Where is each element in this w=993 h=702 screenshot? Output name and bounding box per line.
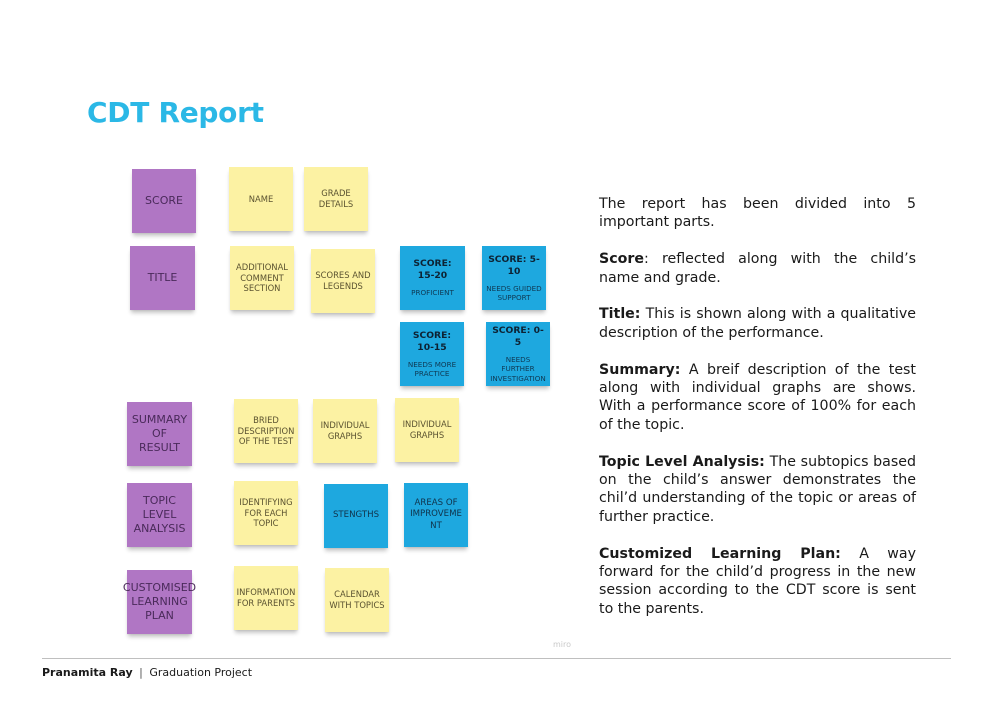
sticky-scores-legends[interactable]: SCORES AND LEGENDS (311, 249, 375, 313)
sticky-label: CALENDAR WITH TOPICS (329, 589, 385, 610)
sticky-identifying-topic[interactable]: IDENTIFYING FOR EACH TOPIC (234, 481, 298, 545)
sticky-score-0-5[interactable]: SCORE: 0-5 NEEDS FURTHER INVESTIGATION (486, 322, 550, 386)
sticky-label: CUSTOMISED LEARNING PLAN (122, 580, 197, 623)
footer-separator: | (139, 666, 143, 679)
miro-watermark: miro (553, 640, 572, 649)
score-description: PROFICIENT (411, 288, 454, 298)
footer: Pranamita Ray | Graduation Project (42, 666, 252, 679)
title-paragraph: Title: This is shown along with a qualit… (599, 306, 916, 341)
sticky-label: TOPIC LEVEL ANALYSIS (133, 493, 186, 536)
sticky-label: INFORMATION FOR PARENTS (236, 587, 296, 608)
sticky-label: TITLE (147, 270, 178, 284)
score-range: SCORE: 5-10 (488, 253, 540, 277)
score-paragraph: Score: reflected along with the child’s … (599, 251, 916, 286)
intro-paragraph: The report has been divided into 5 impor… (599, 196, 916, 231)
sticky-score-5-10[interactable]: SCORE: 5-10 NEEDS GUIDED SUPPORT (482, 246, 546, 310)
sticky-additional-comment[interactable]: ADDITIONAL COMMENT SECTION (230, 246, 294, 310)
sticky-information-for-parents[interactable]: INFORMATION FOR PARENTS (234, 566, 298, 630)
summary-paragraph: Summary: A breif description of the test… (599, 361, 916, 433)
sticky-label: SUMMARY OF RESULT (131, 412, 188, 455)
report-description: The report has been divided into 5 impor… (599, 195, 916, 618)
sticky-label: IDENTIFYING FOR EACH TOPIC (239, 496, 293, 529)
sticky-summary-of-result[interactable]: SUMMARY OF RESULT (127, 402, 192, 466)
sticky-label: AREAS OF IMPROVEME NT (410, 498, 462, 531)
sticky-strengths[interactable]: STENGTHS (324, 484, 388, 548)
score-range: SCORE: 0-5 (492, 325, 544, 348)
score-description: NEEDS FURTHER INVESTIGATION (490, 354, 546, 383)
footer-author: Pranamita Ray (42, 666, 133, 679)
sticky-label: SCORE (145, 193, 183, 207)
sticky-bried-description[interactable]: BRIED DESCRIPTION OF THE TEST (234, 399, 298, 463)
sticky-label: SCORES AND LEGENDS (315, 270, 371, 291)
sticky-label: GRADE DETAILS (318, 188, 354, 209)
sticky-name[interactable]: NAME (229, 167, 293, 231)
sticky-label: BRIED DESCRIPTION OF THE TEST (237, 414, 295, 447)
sticky-label: STENGTHS (332, 510, 380, 521)
score-description: NEEDS MORE PRACTICE (407, 359, 457, 378)
sticky-score-10-15[interactable]: SCORE: 10-15 NEEDS MORE PRACTICE (400, 322, 464, 386)
score-range: SCORE: 15-20 (413, 258, 452, 282)
sticky-individual-graphs[interactable]: INDIVIDUAL GRAPHS (395, 398, 459, 462)
sticky-score[interactable]: SCORE (132, 169, 196, 233)
footer-project: Graduation Project (149, 666, 253, 679)
sticky-individual-graphs[interactable]: INDIVIDUAL GRAPHS (313, 399, 377, 463)
sticky-label: ADDITIONAL COMMENT SECTION (236, 261, 288, 294)
sticky-title[interactable]: TITLE (130, 246, 195, 310)
sticky-score-15-20[interactable]: SCORE: 15-20 PROFICIENT (400, 246, 465, 310)
footer-divider (42, 658, 951, 659)
sticky-label: NAME (248, 193, 274, 204)
sticky-customised-learning-plan[interactable]: CUSTOMISED LEARNING PLAN (123, 570, 196, 634)
score-description: NEEDS GUIDED SUPPORT (486, 283, 542, 302)
sticky-label: INDIVIDUAL GRAPHS (320, 420, 370, 441)
learning-plan-paragraph: Customized Learning Plan: A way forward … (599, 545, 916, 617)
sticky-areas-of-improvement[interactable]: AREAS OF IMPROVEME NT (404, 483, 468, 547)
page-title: CDT Report (87, 96, 264, 129)
sticky-label: INDIVIDUAL GRAPHS (402, 419, 452, 440)
score-range: SCORE: 10-15 (412, 329, 452, 353)
sticky-calendar-with-topics[interactable]: CALENDAR WITH TOPICS (325, 568, 389, 632)
topic-analysis-paragraph: Topic Level Analysis: The subtopics base… (599, 453, 917, 525)
sticky-grade-details[interactable]: GRADE DETAILS (304, 167, 368, 231)
sticky-topic-level-analysis[interactable]: TOPIC LEVEL ANALYSIS (127, 483, 192, 547)
